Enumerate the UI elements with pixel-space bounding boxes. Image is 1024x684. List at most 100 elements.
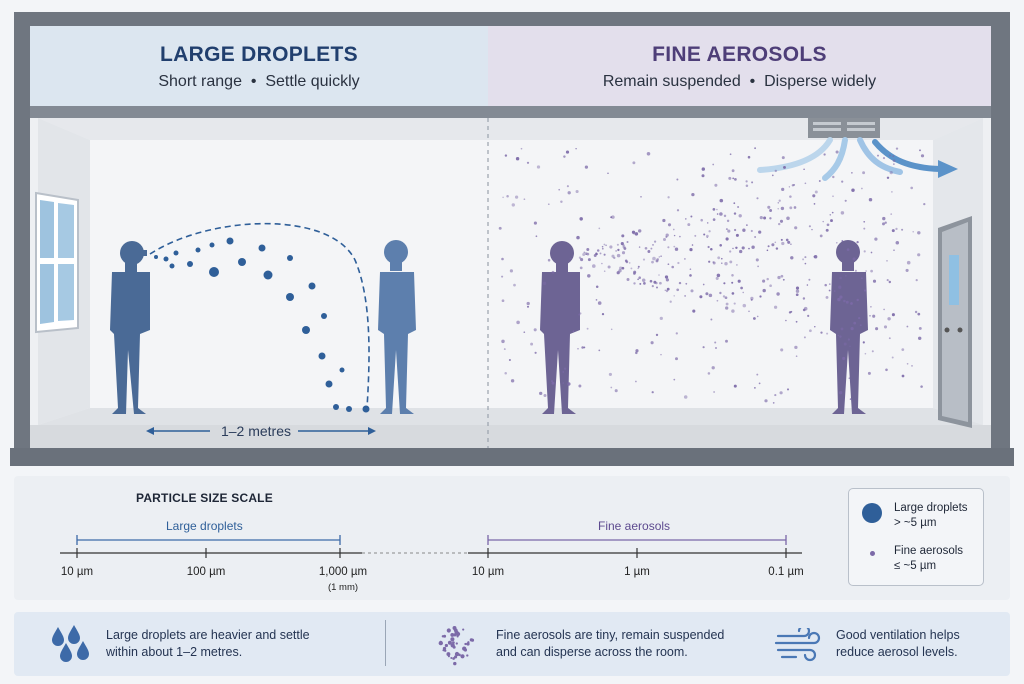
aerosol-particle: [735, 233, 739, 237]
aerosol-particle: [656, 286, 658, 289]
droplet: [362, 405, 370, 413]
aerosol-icon-dot: [462, 628, 465, 631]
aerosol-particle: [660, 353, 662, 356]
aerosol-particle: [583, 251, 586, 254]
aerosol-particle: [714, 341, 717, 344]
large-droplets: [154, 237, 370, 413]
aerosol-particle: [828, 289, 831, 292]
aerosol-particle: [747, 155, 751, 159]
aerosol-particle: [826, 332, 829, 335]
aerosol-particle: [774, 394, 777, 397]
aerosol-particle: [840, 211, 845, 215]
aerosol-particle: [650, 247, 653, 250]
aerosol-particle: [889, 170, 893, 175]
aerosol-particle: [725, 302, 729, 306]
aerosol-particle: [742, 303, 747, 308]
aerosol-particle: [780, 348, 784, 352]
aerosol-particle: [530, 342, 534, 346]
aerosol-particle: [734, 178, 737, 181]
droplet: [169, 263, 175, 269]
aerosol-particle: [884, 221, 887, 224]
aerosol-particle: [853, 321, 857, 325]
aerosol-particle: [578, 313, 581, 316]
aerosol-particle: [664, 289, 667, 292]
aerosol-particle: [882, 216, 886, 221]
aerosol-icon-dot: [442, 646, 447, 651]
aerosol-particle: [775, 247, 779, 250]
aerosol-particle: [846, 248, 850, 251]
person-left-listener: [378, 240, 416, 414]
aerosol-particle: [864, 352, 867, 355]
aerosol-particle: [708, 230, 711, 233]
aerosol-particle: [690, 289, 694, 293]
aerosol-particle: [651, 285, 654, 288]
aerosol-particle: [717, 256, 721, 260]
airflow-arrows: [757, 137, 958, 181]
aerosol-particle: [539, 391, 543, 396]
aerosol-particle: [802, 308, 806, 312]
aerosol-particle: [875, 327, 879, 331]
aerosol-particle: [705, 292, 709, 296]
aerosol-particle: [787, 240, 791, 244]
aerosol-particle: [788, 186, 791, 188]
aerosol-particle: [685, 282, 688, 285]
aerosol-particle: [511, 203, 515, 207]
aerosol-particle: [666, 287, 670, 291]
aerosol-particle: [739, 249, 743, 254]
tick-label: 100 µm: [186, 566, 226, 578]
aerosol-icon-dot: [454, 655, 458, 659]
aerosol-particle: [583, 346, 586, 349]
aerosol-particle: [624, 259, 628, 263]
aerosol-particle: [614, 389, 618, 393]
aerosol-particle: [870, 251, 873, 254]
aerosol-particle: [863, 227, 866, 230]
aerosol-particle: [638, 246, 641, 248]
aerosol-particle: [825, 228, 829, 232]
aerosol-particle: [901, 348, 905, 351]
aerosol-particle: [595, 252, 598, 255]
aerosol-particle: [840, 327, 844, 331]
aerosol-particle: [542, 281, 547, 286]
aerosol-particle: [689, 268, 692, 271]
aerosol-particle: [895, 147, 899, 150]
aerosol-particle: [769, 209, 773, 212]
aerosol-particle: [551, 270, 555, 274]
aerosol-particle: [637, 278, 639, 281]
aerosol-icon-dot: [453, 633, 457, 637]
aerosol-particle: [630, 267, 633, 270]
aerosol-particle: [610, 386, 613, 389]
aerosol-particle: [703, 233, 706, 236]
aerosol-particle: [719, 244, 722, 247]
aerosol-particle: [891, 229, 895, 233]
aerosol-particle: [893, 249, 895, 251]
aerosol-particle: [724, 296, 728, 300]
aerosol-particle: [714, 183, 718, 187]
droplet: [325, 380, 333, 388]
aerosol-particle: [691, 192, 695, 197]
aerosol-particle: [577, 347, 579, 350]
aerosol-particle: [841, 180, 844, 183]
droplet: [318, 352, 326, 360]
aerosol-particle: [587, 258, 591, 262]
aerosol-particle: [707, 245, 710, 249]
info-bar: [14, 612, 1010, 676]
aerosol-particle: [756, 197, 759, 200]
size-scale-axis: [60, 535, 802, 558]
aerosol-particle: [684, 295, 686, 297]
aerosol-particle: [746, 224, 748, 226]
aerosol-particle: [673, 234, 676, 237]
aerosol-particle: [684, 258, 686, 260]
aerosol-particle: [652, 256, 656, 261]
aerosol-particle: [843, 342, 847, 346]
aerosol-particle: [516, 320, 520, 325]
wind-icon: [774, 628, 821, 662]
aerosol-particle: [563, 155, 566, 158]
aerosol-particle: [745, 180, 748, 183]
aerosol-particle: [794, 226, 798, 230]
aerosol-particle: [641, 278, 646, 282]
aerosol-particle: [582, 253, 586, 256]
aerosol-particle: [601, 262, 603, 265]
aerosol-particle: [813, 203, 816, 205]
aerosol-particle: [851, 188, 855, 192]
aerosol-particle: [558, 188, 561, 191]
